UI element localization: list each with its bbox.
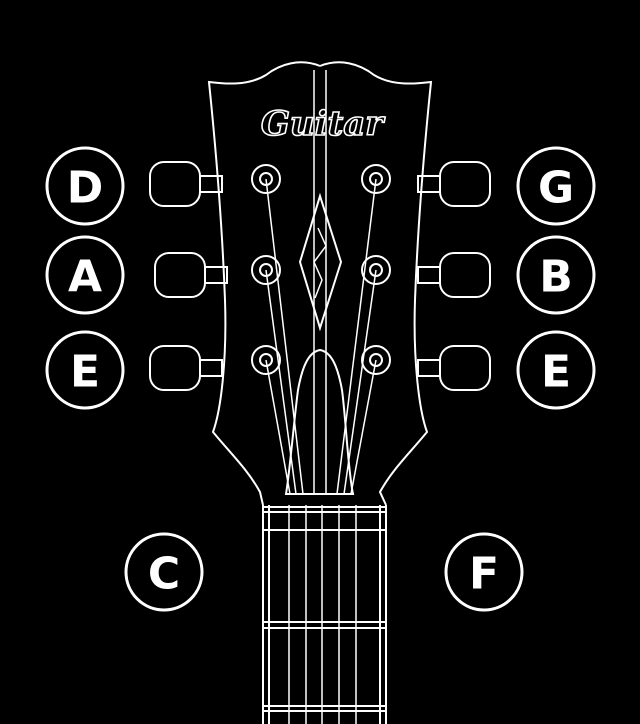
note-label-d: D [67, 163, 104, 214]
note-label-e-high: E [541, 347, 571, 398]
note-button-d[interactable]: D [45, 146, 125, 226]
note-button-f[interactable]: F [444, 532, 524, 612]
note-button-b[interactable]: B [516, 235, 596, 315]
note-label-e-low: E [70, 347, 100, 398]
note-label-f: F [469, 549, 499, 600]
fretboard [262, 505, 387, 724]
note-label-g: G [538, 163, 574, 214]
note-button-g[interactable]: G [516, 146, 596, 226]
note-label-b: B [539, 252, 573, 303]
headstock [207, 61, 433, 506]
tuning-pegs-left [149, 161, 228, 391]
note-label-a: A [68, 252, 102, 303]
headstock-logo: Guitar [261, 104, 385, 144]
note-button-a[interactable]: A [45, 235, 125, 315]
note-button-e-high[interactable]: E [516, 330, 596, 410]
note-button-e-low[interactable]: E [45, 330, 125, 410]
note-label-c: C [148, 549, 180, 600]
tuning-pegs-right [417, 161, 491, 391]
note-button-c[interactable]: C [124, 532, 204, 612]
